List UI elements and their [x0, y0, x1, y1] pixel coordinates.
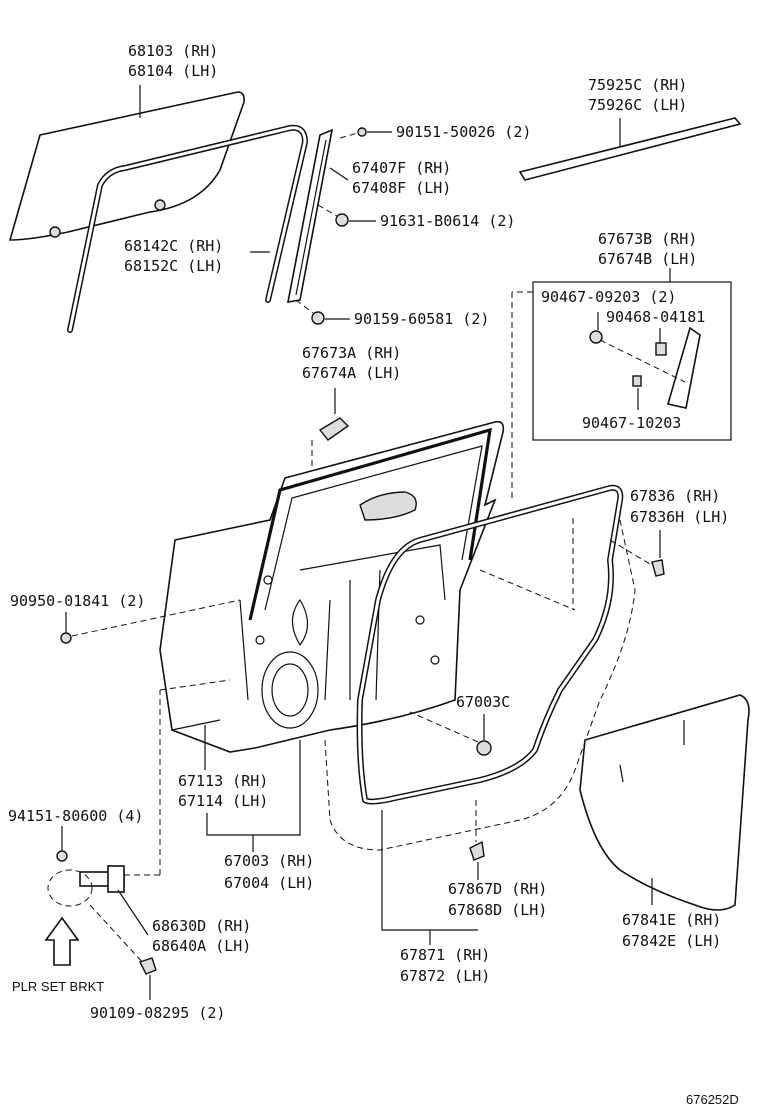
label-hole-plug: 67003C — [456, 693, 510, 711]
label-inner-panel-lh: 67114 (LH) — [178, 792, 268, 810]
diagram-id: 676252D — [686, 1092, 739, 1107]
label-plug-right-rh: 67836 (RH) — [630, 487, 720, 505]
garnish-b-box — [532, 268, 732, 441]
label-plug-right-lh: 67836H (LH) — [630, 508, 729, 526]
label-cover-rh: 67841E (RH) — [622, 911, 721, 929]
label-nut-left: 90950-01841 (2) — [10, 592, 145, 610]
label-clip-a: 90467-09203 (2) — [541, 288, 676, 306]
label-glass-lh: 68104 (LH) — [128, 62, 218, 80]
upper-molding — [518, 117, 742, 181]
label-door-assy-lh: 67004 (LH) — [224, 874, 314, 892]
label-cover-lh: 67842E (LH) — [622, 932, 721, 950]
label-garnish-a-lh: 67674A (LH) — [302, 364, 401, 382]
label-door-assy-rh: 67003 (RH) — [224, 852, 314, 870]
plr-set-brkt-arrow — [44, 916, 80, 966]
door-frame — [159, 420, 505, 753]
plug-right — [609, 530, 665, 577]
clip-weather — [469, 800, 485, 880]
label-molding-rh: 75925C (RH) — [588, 76, 687, 94]
door-assy-bracket — [206, 740, 301, 852]
label-screw-top: 90151-50026 (2) — [396, 123, 531, 141]
label-bolt-lower: 90159-60581 (2) — [354, 310, 489, 328]
hole-plug — [409, 711, 492, 756]
service-hole-cover — [579, 694, 750, 911]
label-clip-weather-rh: 67867D (RH) — [448, 880, 547, 898]
label-garnish-b-rh: 67673B (RH) — [598, 230, 697, 248]
label-run-channel-rh: 68142C (RH) — [124, 237, 223, 255]
label-clip-weather-lh: 67868D (LH) — [448, 901, 547, 919]
run-channel — [67, 124, 309, 333]
door-checker — [47, 679, 231, 1000]
label-hinge-bolt: 94151-80600 (4) — [8, 807, 143, 825]
bolt-channel — [317, 204, 376, 227]
label-inner-panel-rh: 67113 (RH) — [178, 772, 268, 790]
screw-top — [339, 127, 392, 139]
label-glass-rh: 68103 (RH) — [128, 42, 218, 60]
label-garnish-a-rh: 67673A (RH) — [302, 344, 401, 362]
label-plr-set-brkt: PLR SET BRKT — [12, 979, 104, 994]
nut-left — [60, 599, 241, 644]
label-garnish-b-lh: 67674B (LH) — [598, 250, 697, 268]
label-run-channel-lh: 68152C (LH) — [124, 257, 223, 275]
label-channel-rear-lh: 67408F (LH) — [352, 179, 451, 197]
label-clip-c: 90467-10203 — [582, 414, 681, 432]
label-channel-rear-rh: 67407F (RH) — [352, 159, 451, 177]
label-checker-rh: 68630D (RH) — [152, 917, 251, 935]
weatherstrip — [324, 484, 636, 851]
leader-channel-rear — [329, 167, 349, 181]
label-molding-lh: 75926C (LH) — [588, 96, 687, 114]
label-bracket-bolt: 90109-08295 (2) — [90, 1004, 225, 1022]
label-weatherstrip-rh: 67871 (RH) — [400, 946, 490, 964]
rear-channel — [286, 128, 334, 303]
leader-weatherstrip — [381, 810, 478, 931]
label-clip-b: 90468-04181 — [606, 308, 705, 326]
label-weatherstrip-lh: 67872 (LH) — [400, 967, 490, 985]
label-checker-lh: 68640A (LH) — [152, 937, 251, 955]
bolt-lower — [295, 299, 350, 325]
label-bolt-channel: 91631-B0614 (2) — [380, 212, 515, 230]
